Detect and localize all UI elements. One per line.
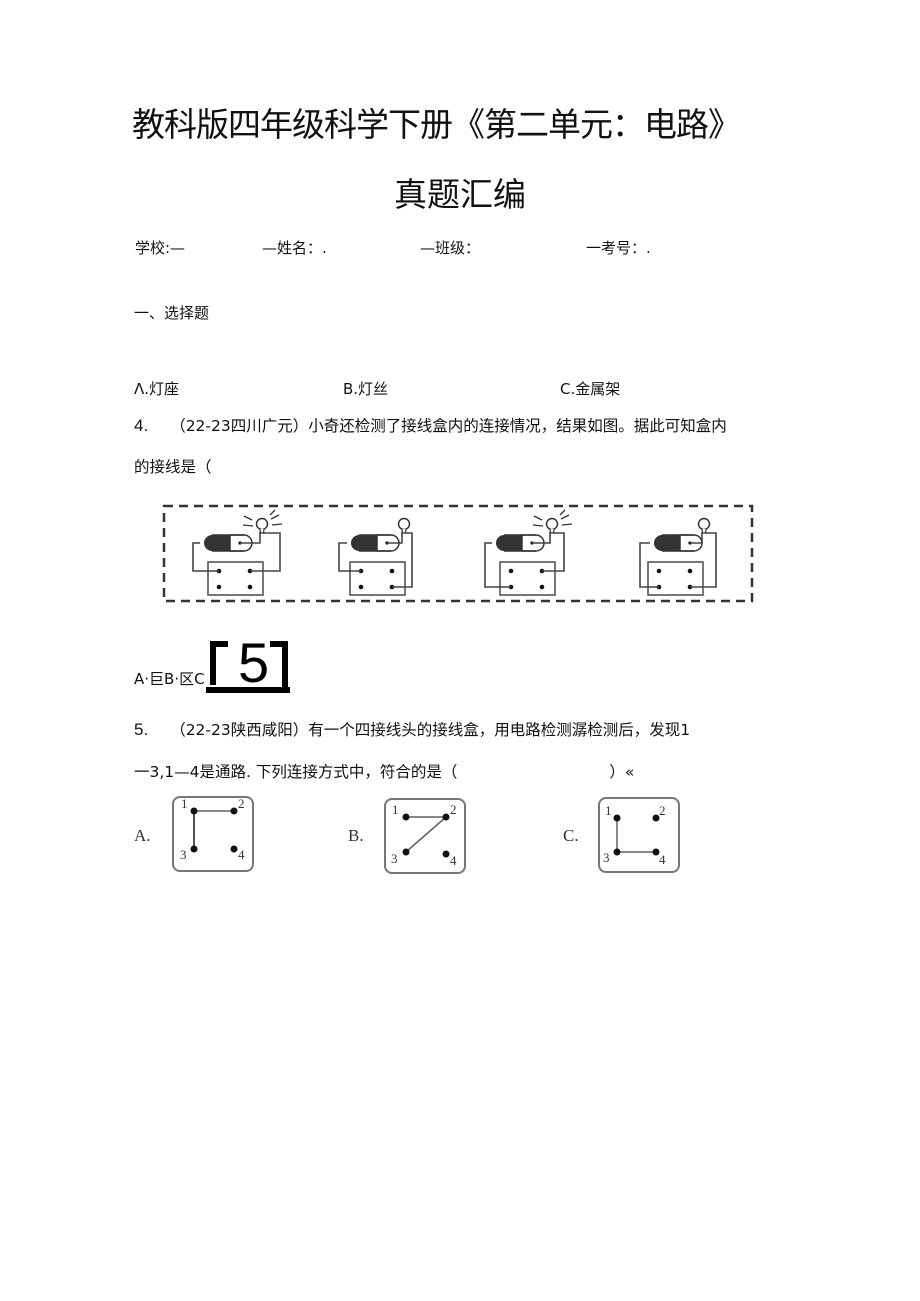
exam-number-field: 一考号：. (586, 239, 651, 257)
circuit-panel-3 (484, 509, 573, 596)
q5-number: 5. (134, 720, 149, 739)
q5-option-a-label: A. (134, 826, 151, 845)
q4-number: 4. (134, 416, 149, 435)
name-field: —姓名：. (262, 239, 327, 257)
circuit-panel-2 (338, 517, 413, 596)
svg-text:4: 4 (450, 853, 457, 868)
q4-answer-options: A·巨B·区C (134, 670, 205, 688)
q4-bracket-figure: 5 (206, 631, 294, 694)
q5-option-b-label: B. (348, 826, 364, 845)
q3-option-c: C.金属架 (560, 380, 621, 398)
q5-option-c-label: C. (563, 826, 579, 845)
svg-text:3: 3 (180, 847, 187, 862)
svg-text:2: 2 (238, 796, 245, 811)
q5-option-a-diagram: 1 2 3 4 (172, 796, 254, 872)
q4-text-line1: （22-23四川广元）小奇还检测了接线盒内的连接情况，结果如图。据此可知盒内 (170, 417, 727, 435)
q5-line1: 5. （22-23陕西咸阳）有一个四接线头的接线盒，用电路检测潺检测后，发现1 (134, 718, 690, 740)
svg-text:4: 4 (659, 852, 666, 867)
circuit-panel-4 (639, 517, 717, 596)
svg-text:2: 2 (659, 803, 666, 818)
section-heading: 一、选择题 (134, 304, 210, 322)
q5-text-line2: 一3,1—4是通路. 下列连接方式中，符合的是（ (134, 763, 458, 781)
q4-big-number: 5 (238, 631, 270, 694)
svg-text:2: 2 (450, 802, 457, 817)
q5-option-c-diagram: 1 2 3 4 (598, 797, 680, 873)
q3-option-b: B.灯丝 (343, 380, 389, 398)
document-title: 教科版四年级科学下册《第二单元：电路》 (132, 105, 741, 144)
q4-circuit-figure (162, 504, 754, 603)
circuit-panel-1 (192, 509, 283, 596)
q5-option-b-diagram: 1 2 3 4 (384, 798, 466, 874)
q5-line2: 一3,1—4是通路. 下列连接方式中，符合的是（ ）« (134, 760, 634, 782)
q5-text-line1: （22-23陕西咸阳）有一个四接线头的接线盒，用电路检测潺检测后，发现1 (170, 721, 691, 739)
svg-text:1: 1 (392, 802, 399, 817)
q3-option-a: Λ.灯座 (134, 380, 180, 398)
class-field: —班级： (420, 239, 481, 257)
q4-text-line2: 的接线是（ (134, 458, 212, 476)
svg-text:4: 4 (238, 847, 245, 862)
svg-text:3: 3 (603, 850, 610, 865)
q4-line1: 4. （22-23四川广元）小奇还检测了接线盒内的连接情况，结果如图。据此可知盒内 (134, 414, 727, 436)
svg-text:1: 1 (605, 803, 612, 818)
school-field: 学校:— (135, 239, 186, 257)
svg-text:1: 1 (181, 796, 188, 811)
document-subtitle: 真题汇编 (394, 175, 526, 214)
svg-text:3: 3 (391, 851, 398, 866)
q5-text-line2-end: ）« (609, 763, 635, 781)
